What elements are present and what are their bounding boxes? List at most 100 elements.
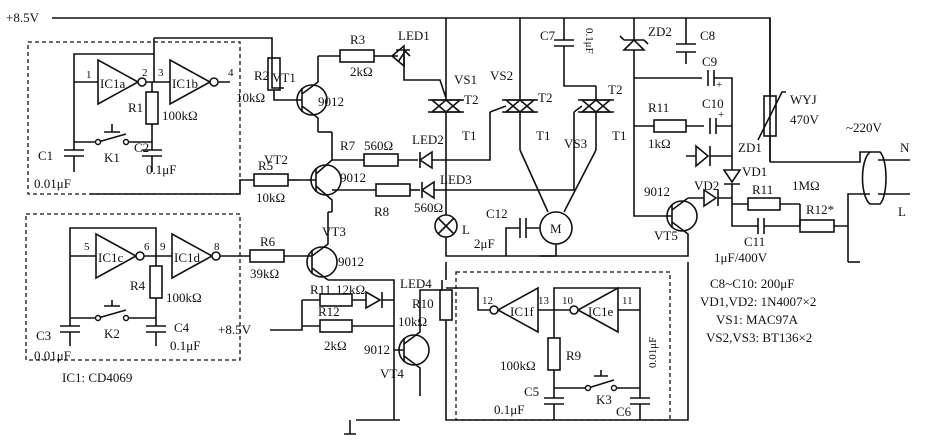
r6-value: 39kΩ	[250, 266, 279, 281]
c3-capacitor	[60, 256, 80, 346]
motor-label: M	[550, 221, 562, 236]
c12-value: 2μF	[474, 236, 495, 251]
r5-value: 10kΩ	[256, 190, 285, 205]
vd2-label: VD2	[694, 178, 719, 193]
r12-value: 2kΩ	[324, 338, 347, 353]
pin3-label: 3	[158, 67, 164, 79]
r11b-value: 1kΩ	[648, 136, 671, 151]
r7-resistor	[363, 153, 399, 167]
vt4-type: 9012	[364, 342, 390, 357]
vs3-label: VS3	[564, 136, 587, 151]
ac-label: ~220V	[846, 120, 883, 135]
ic1d-label: IC1d	[174, 250, 201, 265]
r9-label: R9	[566, 348, 581, 363]
vt1-label: VT1	[272, 70, 296, 85]
diode-r11	[352, 290, 394, 310]
r7-label: R7	[340, 138, 356, 153]
vs1-triac: VS1 T2 T1	[428, 18, 478, 143]
r6-resistor	[249, 249, 285, 263]
r3-resistor	[339, 49, 375, 63]
k1-label: K1	[104, 150, 120, 165]
pin2-label: 2	[142, 67, 148, 79]
c3-label: C3	[36, 328, 51, 343]
c6-capacitor	[630, 310, 650, 420]
vs1-t1: T1	[462, 128, 476, 143]
note-4: VS2,VS3: BT136×2	[706, 330, 812, 345]
k1-switch	[74, 124, 152, 143]
wyj-varistor: WYJ 470V	[757, 18, 820, 162]
k2-switch	[70, 300, 156, 319]
r9-resistor	[547, 337, 561, 371]
c5-value: 0.1μF	[494, 402, 524, 417]
vcc-top-label: +8.5V	[6, 10, 40, 25]
r12s-label: R12*	[806, 202, 834, 217]
zd2-label: ZD2	[648, 24, 672, 39]
c7-value: 0.1μF	[583, 28, 595, 54]
vs3-t2: T2	[608, 82, 622, 97]
svg-text:+: +	[716, 79, 722, 91]
ic1e-label: IC1e	[588, 304, 614, 319]
c4-capacitor	[146, 318, 166, 346]
vs2-label: VS2	[490, 68, 513, 83]
vs1-t2: T2	[464, 92, 478, 107]
note-2: VD1,VD2: 1N4007×2	[700, 294, 816, 309]
r4-value: 100kΩ	[166, 290, 202, 305]
led2-diode: LED2	[412, 132, 444, 170]
r11a-label: R11	[310, 282, 331, 297]
c8-capacitor	[676, 18, 696, 64]
led3-diode: LED3	[420, 172, 472, 200]
vt5-label: VT5	[654, 228, 678, 243]
c8-label: C8	[700, 28, 715, 43]
r1-resistor	[145, 91, 159, 125]
r2-value: 10kΩ	[236, 90, 265, 105]
wire-module2	[69, 227, 172, 257]
vs3-triac: VS3 T2 T1	[564, 82, 626, 151]
r5-label: R5	[258, 158, 273, 173]
r1-label: R1	[128, 100, 143, 115]
led1-label: LED1	[398, 28, 430, 43]
pin10-label: 10	[562, 295, 574, 307]
ground	[344, 350, 400, 435]
pin13-label: 13	[538, 295, 550, 307]
zd2-zener: ZD2	[619, 18, 672, 62]
r12s-resistor	[799, 219, 835, 233]
r3-label: R3	[350, 32, 365, 47]
wyj-value: 470V	[790, 112, 820, 127]
r7-value: 560Ω	[364, 138, 393, 153]
c6-value: 0.01μF	[647, 337, 659, 368]
k2-label: K2	[104, 326, 120, 341]
r8-resistor	[375, 183, 411, 197]
ic1b-label: IC1b	[172, 76, 198, 91]
c10-capacitor	[634, 118, 732, 134]
c11-capacitor	[731, 210, 800, 234]
c4-value: 0.1μF	[170, 338, 200, 353]
n-label: N	[900, 140, 910, 155]
vd2-diode: VD2	[688, 178, 732, 208]
r12-resistor	[319, 319, 353, 333]
ic1-note: IC1: CD4069	[62, 370, 132, 385]
c9-capacitor	[634, 70, 733, 162]
c1-label: C1	[38, 148, 53, 163]
vs1-label: VS1	[454, 72, 477, 87]
c10-label: C10	[702, 96, 724, 111]
c1-capacitor	[64, 82, 84, 172]
ac-plug: N L	[861, 140, 910, 219]
vt1-transistor: VT1 9012	[272, 56, 344, 132]
inverter-ic1f: IC1f 12 13	[482, 286, 550, 334]
note-3: VS1: MAC97A	[716, 312, 799, 327]
motor: M	[519, 149, 597, 245]
r11a-value: 12kΩ	[336, 282, 365, 297]
c5-label: C5	[524, 384, 539, 399]
k3-label: K3	[596, 392, 612, 407]
vt3-label: VT3	[322, 224, 346, 239]
r10-label: R10	[412, 296, 434, 311]
r11c-label: R11	[752, 182, 773, 197]
zd1-label: ZD1	[738, 140, 762, 155]
module-box-1	[27, 41, 241, 195]
vt1-type: 9012	[318, 94, 344, 109]
r4-label: R4	[130, 278, 146, 293]
r11b-label: R11	[648, 100, 669, 115]
c2-capacitor	[142, 142, 162, 172]
vt4-transistor: 9012 VT4	[364, 300, 430, 381]
r12-label: R12	[318, 304, 340, 319]
